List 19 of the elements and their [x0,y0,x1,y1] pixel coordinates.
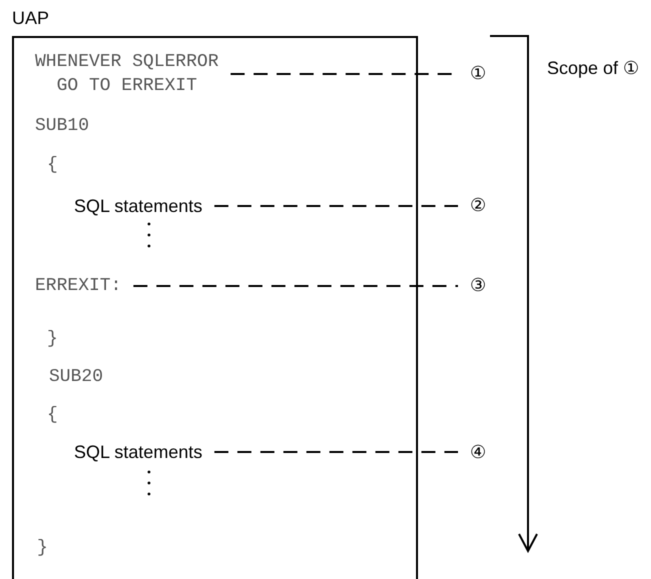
subroutine-name: SUB20 [49,366,104,389]
callout-number: ③ [470,273,486,297]
callout-number: ② [470,193,486,217]
leader-line [133,285,458,287]
statement-text: SQL statements [74,440,202,464]
code-brace: } [37,537,48,560]
frame-title: UAP [12,7,50,30]
statement-text: SQL statements [74,194,202,218]
callout-number: ④ [470,440,486,464]
subroutine-name: SUB10 [35,115,90,138]
leader-line [214,205,458,207]
callout-number: ① [470,61,486,85]
code-brace: { [47,154,58,177]
code-brace: { [47,404,58,427]
scope-label: Scope of ① [547,57,640,80]
code-statement: WHENEVER SQLERROR GO TO ERREXIT [35,50,219,98]
code-brace: } [47,328,58,351]
code-label: ERREXIT: [35,274,122,298]
leader-line [214,451,458,453]
